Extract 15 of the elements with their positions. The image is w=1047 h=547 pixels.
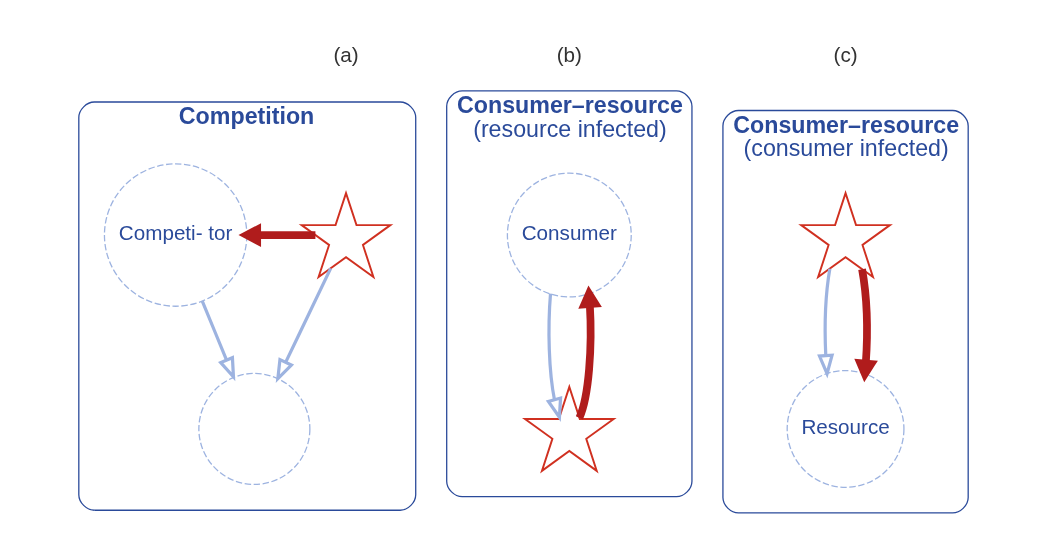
node-circle [198, 372, 311, 486]
node-circle: Competi- tor [103, 163, 248, 307]
node-circle: Resource [786, 369, 905, 488]
node-star [798, 189, 893, 280]
arrow [200, 300, 236, 382]
arrow [854, 268, 878, 383]
node-label: (b) [556, 43, 582, 67]
node-label: (a) [333, 43, 359, 67]
node-star [522, 383, 617, 474]
arrow [275, 267, 333, 383]
node-circle: Consumer [506, 172, 632, 298]
arrow [545, 293, 563, 422]
arrow [817, 268, 835, 379]
node-label: (c) [833, 43, 858, 67]
node-star [298, 189, 394, 280]
